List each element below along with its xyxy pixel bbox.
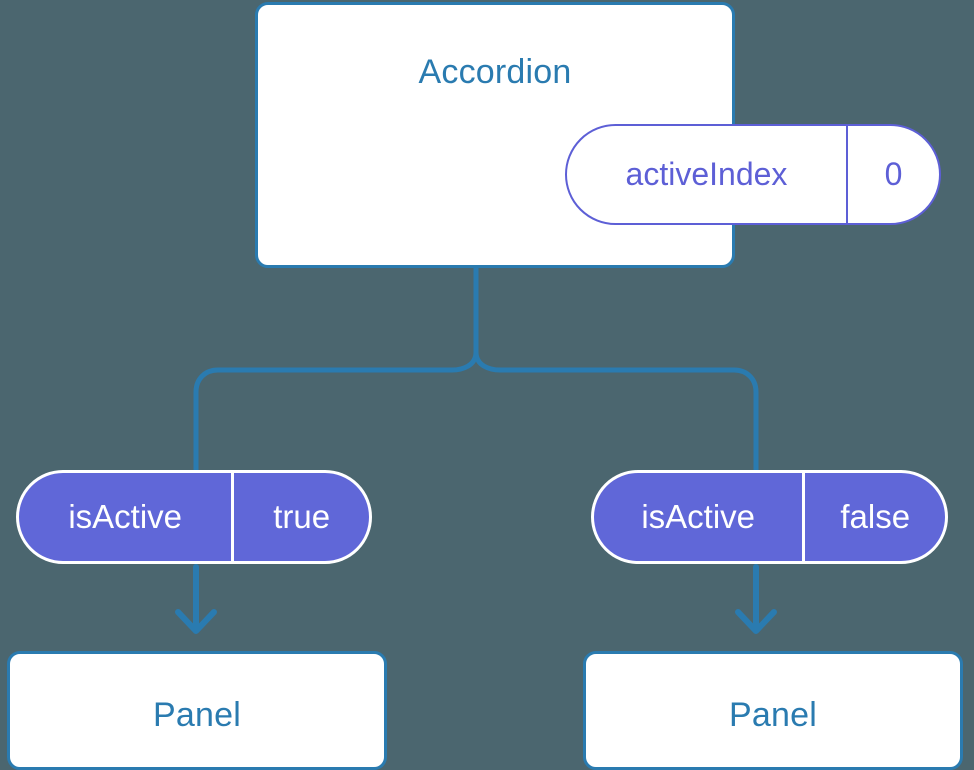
- panel-node-right[interactable]: Panel: [583, 651, 963, 770]
- is-active-key-left: isActive: [68, 498, 183, 535]
- split-connector-path-right: [473, 264, 759, 473]
- accordion-title: Accordion: [418, 53, 572, 91]
- is-active-value-left: true: [231, 473, 369, 561]
- accordion-node[interactable]: Accordion activeIndex 0: [255, 2, 941, 268]
- is-active-pill-right[interactable]: isActive false: [591, 470, 948, 564]
- arrow-left-pill-to-panel: [175, 564, 217, 634]
- is-active-value-right: false: [802, 473, 945, 561]
- accordion-state-pill[interactable]: activeIndex 0: [565, 124, 941, 225]
- accordion-state-value: 0: [845, 126, 939, 223]
- panel-node-left[interactable]: Panel: [7, 651, 387, 770]
- is-active-pill-left[interactable]: isActive true: [16, 470, 372, 564]
- panel-title-right: Panel: [729, 696, 817, 734]
- split-connector-path: [193, 264, 479, 473]
- is-active-key-right: isActive: [641, 498, 756, 535]
- arrow-right-pill-to-panel: [735, 564, 777, 634]
- accordion-state-key: activeIndex: [625, 156, 788, 192]
- panel-title-left: Panel: [153, 696, 241, 734]
